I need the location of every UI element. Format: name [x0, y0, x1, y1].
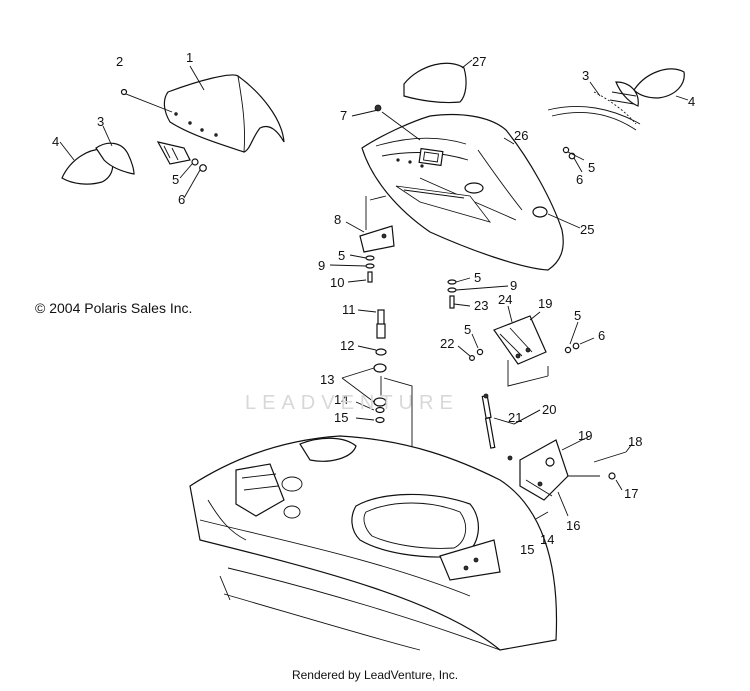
- small-bracket-part: [156, 141, 191, 165]
- callout-26: 26: [514, 128, 528, 143]
- callout-1: 1: [186, 50, 193, 65]
- callout-14b: 14: [540, 532, 554, 547]
- gas-strut-21: [481, 393, 513, 461]
- callout-5e: 5: [464, 322, 471, 337]
- hood-part: [361, 113, 564, 271]
- callout-7: 7: [340, 108, 347, 123]
- leader-1: [189, 65, 205, 91]
- windshield-part: [163, 74, 285, 153]
- callout-23: 23: [474, 298, 488, 313]
- callout-3b: 3: [582, 68, 589, 83]
- callout-6b: 6: [576, 172, 583, 187]
- callout-14a: 14: [334, 392, 348, 407]
- copyright-text: © 2004 Polaris Sales Inc.: [35, 300, 193, 316]
- bushing-13: [373, 363, 387, 373]
- callout-10: 10: [330, 275, 344, 290]
- callout-9a: 9: [318, 258, 325, 273]
- callout-6c: 6: [598, 328, 605, 343]
- bolt-10: [367, 271, 373, 283]
- washer-5b: [562, 146, 570, 154]
- callout-19b: 19: [578, 428, 592, 443]
- screw-2: [120, 88, 128, 96]
- callout-13: 13: [320, 372, 334, 387]
- callout-11: 11: [342, 302, 356, 317]
- callout-5: 5: [172, 172, 179, 187]
- callout-4: 4: [52, 134, 59, 149]
- callout-2: 2: [116, 54, 123, 69]
- screw-22: [469, 355, 476, 362]
- washer-9b: [447, 287, 457, 293]
- callout-19a: 19: [538, 296, 552, 311]
- mount-bracket-8: [359, 225, 395, 253]
- leader-2: [125, 93, 173, 113]
- callout-24: 24: [498, 292, 512, 307]
- footer-credit: Rendered by LeadVenture, Inc.: [291, 668, 459, 682]
- washer-5d: [447, 279, 457, 285]
- hull-body-part: [189, 435, 558, 651]
- callout-5f: 5: [574, 308, 581, 323]
- right-mirror-part: [609, 68, 685, 107]
- hinge-plate-16: [519, 439, 569, 501]
- callout-22: 22: [440, 336, 454, 351]
- washer-5e: [476, 348, 484, 356]
- callout-25: 25: [580, 222, 594, 237]
- callout-12: 12: [340, 338, 354, 353]
- left-mirror-part: [61, 142, 135, 185]
- callout-4b: 4: [688, 94, 695, 109]
- nut-6c: [572, 342, 580, 350]
- callout-9b: 9: [510, 278, 517, 293]
- trim-strip: [547, 106, 641, 125]
- callout-5d: 5: [474, 270, 481, 285]
- callout-6: 6: [178, 192, 185, 207]
- washer-12: [375, 348, 387, 356]
- callout-20: 20: [542, 402, 556, 417]
- washer-5f: [564, 346, 572, 354]
- rivet-7: [374, 104, 382, 112]
- pivot-pin-11: [376, 309, 386, 339]
- callout-5c: 5: [338, 248, 345, 263]
- callout-27: 27: [472, 54, 486, 69]
- callout-3: 3: [97, 114, 104, 129]
- pin-18: [593, 451, 627, 463]
- callout-15b: 15: [520, 542, 534, 557]
- screw-17: [608, 472, 616, 480]
- cowl-cover-part: [403, 62, 467, 104]
- callout-21: 21: [508, 410, 522, 425]
- callout-labels: 1 2 3 4 5 6 27 7 26 3 4 5 6 8 25 5 9 10 …: [52, 50, 695, 557]
- bolt-23: [449, 295, 455, 309]
- callout-18: 18: [628, 434, 642, 449]
- washer-5c: [365, 255, 375, 261]
- watermark-text: LEADVENTURE: [245, 392, 459, 414]
- callout-17: 17: [624, 486, 638, 501]
- callout-16: 16: [566, 518, 580, 533]
- washer-9a: [365, 263, 375, 269]
- nut-15a: [375, 416, 385, 424]
- nut-6a: [199, 164, 207, 172]
- callout-5b: 5: [588, 160, 595, 175]
- washer-14a: [375, 406, 385, 414]
- hinge-bracket-24: [493, 315, 547, 365]
- callout-8: 8: [334, 212, 341, 227]
- callout-15a: 15: [334, 410, 348, 425]
- washer-5a: [191, 158, 199, 166]
